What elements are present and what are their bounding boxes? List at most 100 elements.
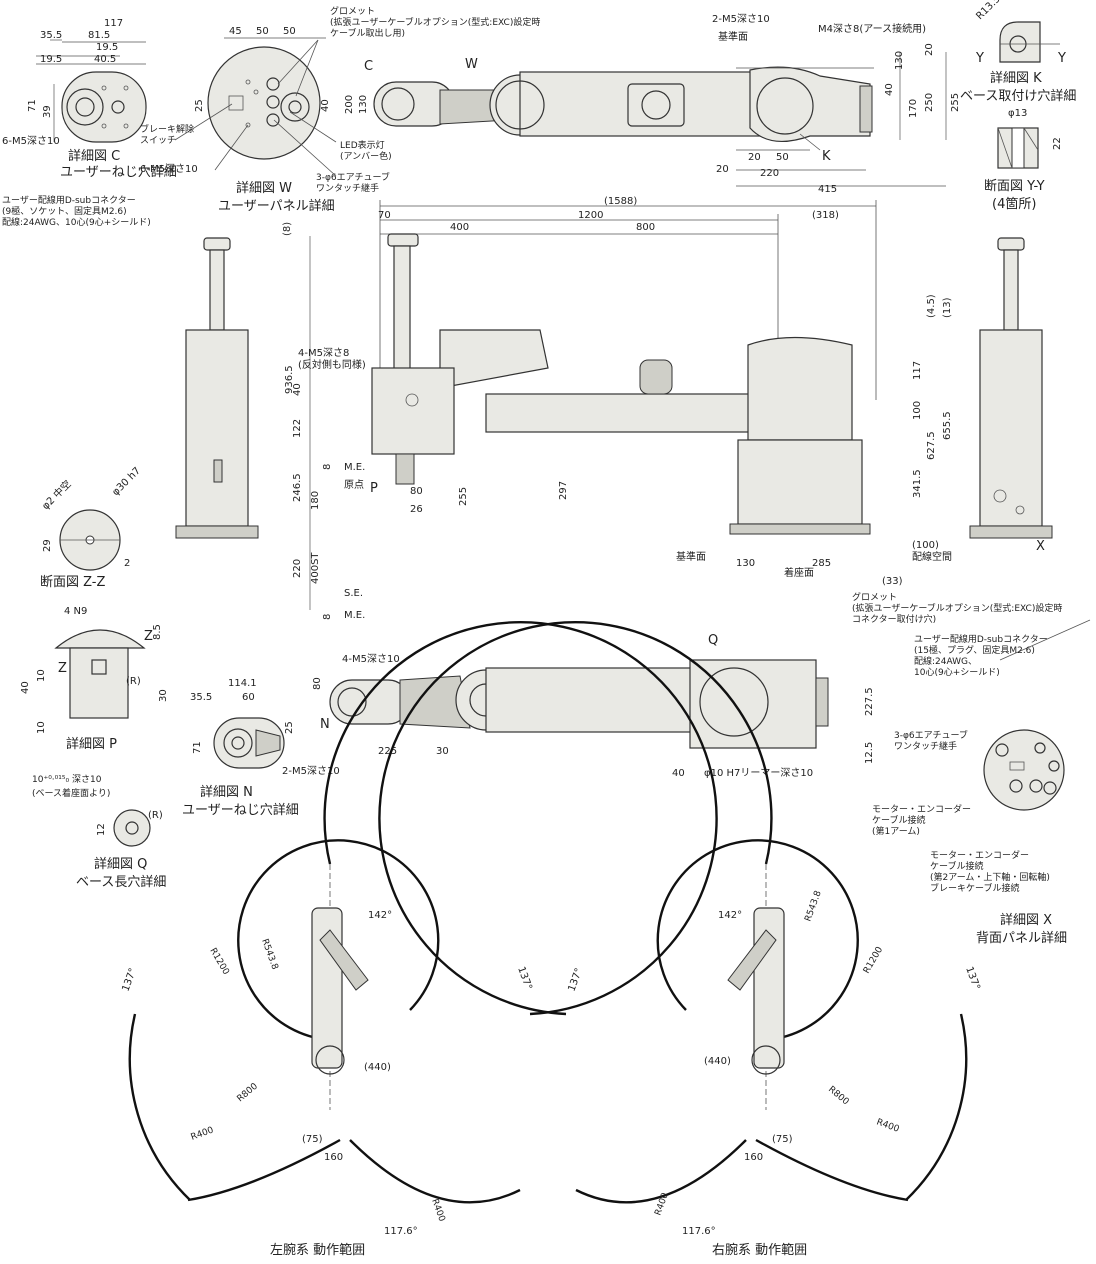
el-r1200: R1200 bbox=[207, 947, 230, 977]
p-dim-10a: 10 bbox=[36, 669, 47, 682]
side-dim-246-5: 246.5 bbox=[292, 473, 303, 502]
top-dim-220: 220 bbox=[760, 168, 779, 179]
er-a137b: 137° bbox=[566, 967, 585, 993]
side-dim-8a: 8 bbox=[322, 464, 333, 470]
side-dim-255: 255 bbox=[458, 487, 469, 506]
x-tube-note: 3-φ6エアチューブワンタッチ継手 bbox=[894, 729, 968, 752]
side-dim-33: (33) bbox=[882, 576, 903, 587]
side-dim-655-5: 655.5 bbox=[942, 411, 953, 440]
envelope-left-title: 左腕系 動作範囲 bbox=[270, 1242, 365, 1258]
bottom-dim-225: 225 bbox=[378, 746, 397, 757]
er-r400b: R400 bbox=[653, 1191, 671, 1217]
n-dim-71: 71 bbox=[192, 741, 203, 754]
x-motor2-note: モーター・エンコーダーケーブル接続(第2アーム・上下軸・回転軸)ブレーキケーブル… bbox=[930, 849, 1050, 894]
top-dim-170: 170 bbox=[908, 99, 919, 118]
side-ref: 基準面 bbox=[676, 550, 706, 563]
side-dim-122: 122 bbox=[292, 419, 303, 438]
n-dim-60: 60 bbox=[242, 692, 255, 703]
side-space: (100)配線空間 bbox=[912, 540, 952, 563]
detail-p: 4 N9 8.5 40 10 30 10 Z Z (R) 詳細図 P bbox=[20, 606, 169, 752]
detail-n: 114.1 35.5 60 25 71 2-M5深さ10 詳細図 N ユーザーね… bbox=[182, 678, 340, 818]
zz-d2b: 2 bbox=[124, 558, 130, 569]
top-m5-note: 2-M5深さ10 bbox=[712, 13, 770, 25]
detail-c-subtitle: ユーザーねじ穴詳細 bbox=[60, 164, 177, 180]
p-dim-10b: 10 bbox=[36, 721, 47, 734]
k-y2: Y bbox=[1057, 51, 1066, 66]
p-dim-40: 40 bbox=[20, 681, 31, 694]
side-dim-318: (318) bbox=[812, 210, 839, 221]
section-yy: φ13 22 断面図 Y-Y (4箇所) bbox=[984, 108, 1063, 212]
zz-d2: φ2 中空 bbox=[39, 477, 74, 512]
bottom-dim-12-5: 12.5 bbox=[864, 742, 875, 764]
bottom-dim-227-5: 227.5 bbox=[864, 687, 875, 716]
top-label-w: W bbox=[465, 57, 478, 72]
p-r: (R) bbox=[126, 676, 141, 687]
dim-71: 71 bbox=[27, 99, 38, 112]
detail-q-title: 詳細図 Q bbox=[94, 856, 147, 872]
w-screw-note: 6-M5深さ10 bbox=[140, 163, 198, 175]
w-brake-note: ブレーキ解除スイッチ bbox=[140, 123, 194, 146]
side-label-x: X bbox=[1036, 539, 1045, 554]
q-tol: 10⁺⁰·⁰¹⁵₀ 深さ10 bbox=[32, 774, 102, 785]
er-a142: 142° bbox=[718, 910, 742, 921]
top-dim-20c: 20 bbox=[748, 152, 761, 163]
el-r400b: R400 bbox=[429, 1198, 447, 1224]
top-dim-200: 200 bbox=[344, 95, 355, 114]
x-grommet-note: グロメット(拡張ユーザーケーブルオプション(型式:EXC)設定時コネクター取付け… bbox=[852, 591, 1062, 625]
el-d160: 160 bbox=[324, 1152, 343, 1163]
side-label-p: P bbox=[370, 481, 378, 496]
dim-39: 39 bbox=[42, 105, 53, 118]
section-yy-title: 断面図 Y-Y bbox=[984, 179, 1045, 194]
side-dim-341-5: 341.5 bbox=[912, 469, 923, 498]
section-zz-title: 断面図 Z-Z bbox=[40, 575, 106, 590]
p-dim-4n9: 4 N9 bbox=[64, 606, 87, 617]
w-dim-40: 40 bbox=[320, 99, 331, 112]
side-dim-117: 117 bbox=[912, 361, 923, 380]
side-dim-4-5: (4.5) bbox=[926, 294, 937, 318]
side-m5-note: 4-M5深さ8(反対側も同様) bbox=[298, 347, 366, 371]
side-dim-80: 80 bbox=[410, 486, 423, 497]
x-motor1-note: モーター・エンコーダーケーブル接続(第1アーム) bbox=[872, 803, 971, 837]
el-a137b: 137° bbox=[515, 965, 534, 991]
side-dim-800: 800 bbox=[636, 222, 655, 233]
er-d75: (75) bbox=[772, 1134, 793, 1145]
section-yy-subtitle: (4箇所) bbox=[992, 196, 1036, 212]
p-dim-8-5: 8.5 bbox=[152, 624, 163, 640]
side-dim-1588: (1588) bbox=[604, 196, 637, 207]
top-dim-250: 250 bbox=[924, 93, 935, 112]
side-dim-936-5: 936.5 bbox=[284, 365, 295, 394]
bottom-reamer-note: φ10 H7リーマー深さ10 bbox=[704, 767, 813, 779]
dim-19-5a: 19.5 bbox=[96, 42, 118, 53]
el-r800: R800 bbox=[236, 1081, 261, 1104]
er-d160: 160 bbox=[744, 1152, 763, 1163]
dim-40-5: 40.5 bbox=[94, 54, 116, 65]
envelope-right: R543.8 R1200 R800 R400 R400 142° 137° 13… bbox=[378, 621, 982, 1258]
left-end-view bbox=[175, 237, 259, 539]
envelope-right-title: 右腕系 動作範囲 bbox=[712, 1242, 807, 1258]
er-r1200: R1200 bbox=[862, 945, 885, 975]
k-r13-5: R13.5 bbox=[974, 0, 1002, 22]
w-dim-45: 45 bbox=[229, 26, 242, 37]
w-dsub-note: ユーザー配線用D-subコネクター(9極、ソケット、固定具M2.6)配線:24A… bbox=[2, 194, 151, 228]
top-dim-50: 50 bbox=[776, 152, 789, 163]
side-dim-400: 400 bbox=[450, 222, 469, 233]
side-dim-220: 220 bbox=[292, 559, 303, 578]
er-r400a: R400 bbox=[875, 1117, 901, 1135]
n-note: 2-M5深さ10 bbox=[282, 765, 340, 777]
zz-d30: φ30 h7 bbox=[110, 465, 143, 498]
side-dim-70: 70 bbox=[378, 210, 391, 221]
dim-81-5: 81.5 bbox=[88, 30, 110, 41]
q-tolnote: (ベース着座面より) bbox=[32, 787, 110, 799]
bottom-label-n: N bbox=[320, 717, 330, 732]
side-dim-627-5: 627.5 bbox=[926, 431, 937, 460]
w-tube-note: 3-φ6エアチューブワンタッチ継手 bbox=[316, 171, 390, 194]
el-r543: R543.8 bbox=[259, 938, 279, 972]
er-a137a: 137° bbox=[963, 965, 982, 991]
er-a117: 117.6° bbox=[682, 1226, 716, 1237]
dim-35-5: 35.5 bbox=[40, 30, 62, 41]
top-dim-20b: 20 bbox=[716, 164, 729, 175]
el-a117: 117.6° bbox=[384, 1226, 418, 1237]
right-end-view bbox=[969, 237, 1053, 539]
bottom-dim-80: 80 bbox=[312, 677, 323, 690]
detail-k-title: 詳細図 K bbox=[990, 70, 1042, 86]
